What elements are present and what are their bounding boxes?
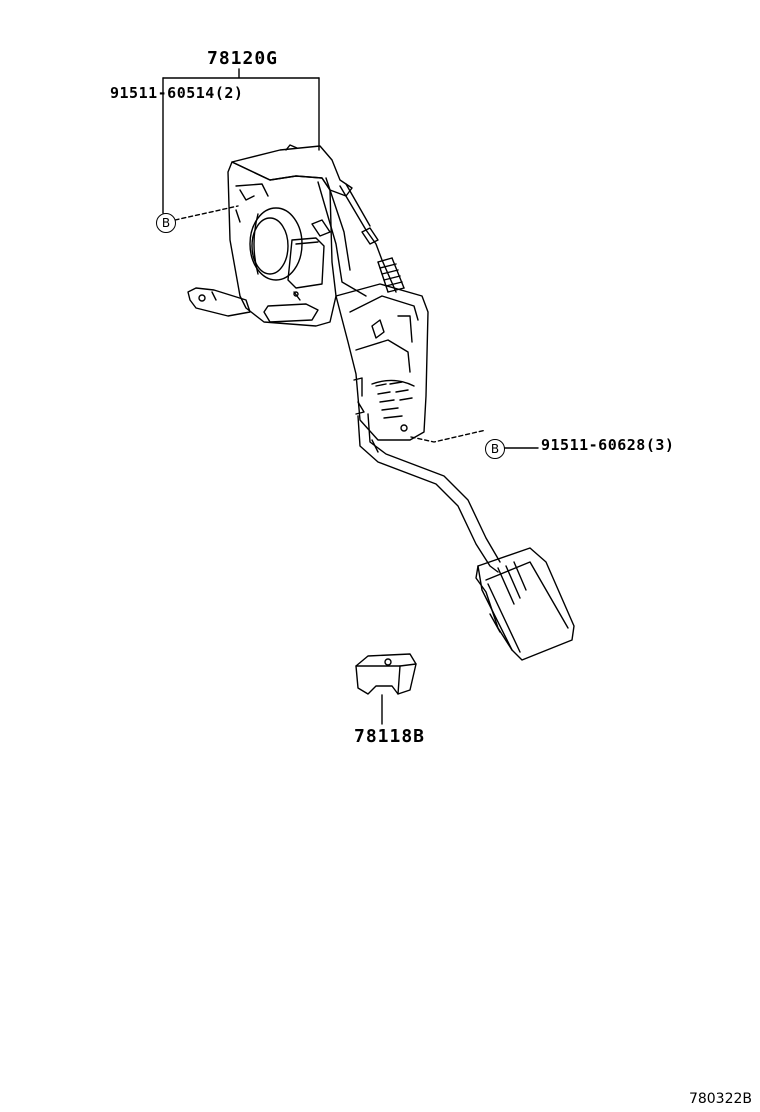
left-bolt-part-number: 91511-60514(2) [110, 84, 244, 102]
pedal-bracket-assembly [187, 144, 501, 573]
bolt-marker-right: B [485, 439, 505, 459]
right-bolt-part-number: 91511-60628(3) [541, 436, 675, 454]
leader-bracket [162, 68, 320, 79]
cap-part-number: 78118B [354, 726, 426, 747]
assembly-part-number: 78120G [207, 48, 279, 69]
dashed-leader-right [410, 429, 487, 443]
return-spring-lower [375, 381, 413, 419]
leader-lines [162, 68, 539, 725]
bolt-marker-left: B [156, 213, 176, 233]
return-spring-upper [377, 257, 405, 293]
dashed-leader-left [174, 205, 239, 221]
pedal-pad [475, 547, 575, 661]
diagram-reference-code: 780322B [688, 1091, 752, 1107]
stopper-cap [355, 653, 417, 695]
